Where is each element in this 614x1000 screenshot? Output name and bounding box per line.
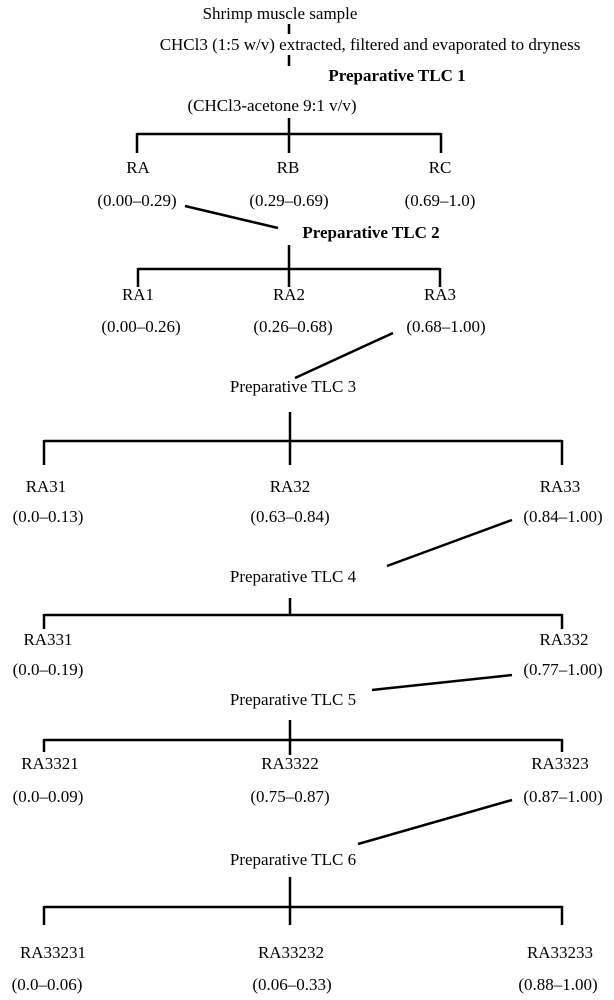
fraction-range: (0.75–0.87): [250, 787, 329, 806]
tlc6-title: Preparative TLC 6: [230, 850, 356, 869]
fraction-name: RA3321: [21, 754, 79, 773]
fraction-range: (0.00–0.26): [101, 317, 180, 336]
fraction-range: (0.00–0.29): [97, 191, 176, 210]
fraction-range: (0.0–0.13): [13, 507, 84, 526]
ra-to-tlc2: [184, 204, 279, 230]
fraction-name: RA31: [26, 477, 67, 496]
fraction-range: (0.77–1.00): [523, 660, 602, 679]
ra332-to-tlc5: [371, 673, 513, 692]
fraction-name: RA3: [424, 285, 456, 304]
tlc2-title: Preparative TLC 2: [302, 223, 439, 242]
tlc1-title: Preparative TLC 1: [328, 66, 465, 85]
ra3-to-tlc3: [294, 331, 394, 380]
fraction-range: (0.68–1.00): [406, 317, 485, 336]
ra3323-to-tlc6: [357, 798, 513, 846]
labels: Shrimp muscle sample CHCl3 (1:5 w/v) ext…: [12, 4, 603, 994]
fraction-name: RA3322: [261, 754, 319, 773]
fraction-name: RA1: [122, 285, 154, 304]
fraction-range: (0.0–0.09): [13, 787, 84, 806]
fraction-range: (0.88–1.00): [518, 975, 597, 994]
fraction-name: RA33233: [527, 943, 593, 962]
fraction-range: (0.63–0.84): [250, 507, 329, 526]
connector-lines: [42, 24, 564, 925]
extraction-label: CHCl3 (1:5 w/v) extracted, filtered and …: [160, 35, 581, 54]
fraction-name: RA: [126, 158, 150, 177]
fraction-name: RB: [277, 158, 300, 177]
fraction-name: RC: [429, 158, 452, 177]
fraction-name: RA32: [270, 477, 311, 496]
tlc4-title: Preparative TLC 4: [230, 567, 357, 586]
fraction-range: (0.84–1.00): [523, 507, 602, 526]
fraction-name: RA2: [273, 285, 305, 304]
fraction-range: (0.06–0.33): [252, 975, 331, 994]
fraction-name: RA331: [23, 630, 72, 649]
fraction-range: (0.69–1.0): [405, 191, 476, 210]
fraction-range: (0.29–0.69): [249, 191, 328, 210]
tlc5-title: Preparative TLC 5: [230, 690, 356, 709]
fraction-name: RA33: [540, 477, 581, 496]
fraction-range: (0.0–0.06): [12, 975, 83, 994]
fraction-range: (0.87–1.00): [523, 787, 602, 806]
fraction-name: RA33231: [20, 943, 86, 962]
tlc1-solvent: (CHCl3-acetone 9:1 v/v): [187, 96, 356, 115]
ra33-to-tlc4: [386, 518, 513, 568]
tlc3-title: Preparative TLC 3: [230, 377, 356, 396]
fraction-range: (0.0–0.19): [13, 660, 84, 679]
fraction-range: (0.26–0.68): [253, 317, 332, 336]
fraction-name: RA332: [539, 630, 588, 649]
fraction-name: RA33232: [258, 943, 324, 962]
sample-label: Shrimp muscle sample: [203, 4, 358, 23]
fraction-name: RA3323: [531, 754, 589, 773]
